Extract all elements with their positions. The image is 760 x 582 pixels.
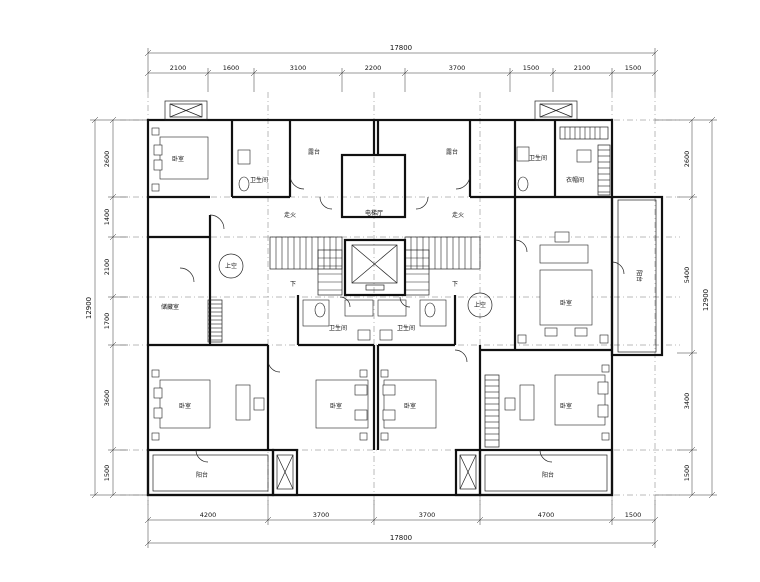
terrace-right-label: 露台	[446, 148, 458, 156]
left-dim-5: 3600	[103, 390, 111, 407]
bottom-left-bedroom-label: 卧室	[179, 402, 191, 410]
right-master-bedroom: 卧室	[517, 231, 609, 344]
elevator-shaft: 电梯厅	[343, 209, 407, 297]
top-right-bathroom-label: 卫生间	[529, 154, 547, 162]
right-stair-down: 下	[452, 281, 458, 288]
bottom-dim-1: 4200	[200, 511, 217, 519]
bottom-dim-4: 4700	[538, 511, 555, 519]
right-balcony-label: 阳台	[635, 270, 643, 282]
terrace-left-label: 露台	[308, 148, 320, 156]
top-dim-8: 1500	[625, 64, 642, 72]
bottom-dim-2: 3700	[313, 511, 330, 519]
elevator-hall-label: 电梯厅	[365, 209, 383, 217]
door-swings	[179, 174, 528, 373]
bottom-dimension-chain: 4200 3700 3700 4700 1500 17800	[144, 500, 659, 548]
cloakroom-label: 衣帽间	[566, 176, 584, 184]
bottom-dim-3: 3700	[419, 511, 436, 519]
top-right-bathroom: 卫生间 衣帽间	[516, 146, 592, 192]
bottom-bedrooms: 卧室 卧室 卧室 卧室	[151, 364, 610, 441]
bottom-right-balcony-label: 阳台	[542, 471, 554, 479]
bottom-total-dim: 17800	[390, 534, 412, 542]
bottom-dim-5: 1500	[625, 511, 642, 519]
right-master-bedroom-label: 卧室	[560, 299, 572, 307]
center-bathrooms: 卫生间 卫生间	[302, 299, 447, 341]
left-dim-6: 1500	[103, 465, 111, 482]
left-stair: 下	[269, 236, 343, 296]
right-dim-4: 1500	[683, 465, 691, 482]
right-stair: 下	[404, 236, 481, 296]
right-total-dim: 12900	[702, 289, 710, 311]
right-dim-2: 5400	[683, 267, 691, 284]
left-stair-down: 下	[290, 281, 296, 288]
left-dim-3: 2100	[103, 259, 111, 276]
void-symbols: 上空 上空	[218, 253, 493, 318]
top-dim-4: 2200	[365, 64, 382, 72]
top-left-bathroom-label: 卫生间	[250, 176, 268, 184]
top-left-bedroom: 卧室	[151, 127, 209, 192]
corridor-left-label: 走火	[284, 211, 296, 219]
right-balcony: 阳台	[610, 195, 664, 357]
top-left-bedroom-label: 卧室	[172, 155, 184, 163]
top-dim-1: 2100	[170, 64, 187, 72]
right-dimension-chain: 2600 5400 3400 1500 12900	[655, 116, 717, 499]
bottom-shafts	[271, 448, 482, 497]
void-right-label: 上空	[474, 301, 486, 309]
interior-walls	[148, 120, 612, 450]
center-left-bathroom-label: 卫生间	[329, 324, 347, 332]
left-dim-2: 1400	[103, 209, 111, 226]
top-total-dim: 17800	[390, 44, 412, 52]
wardrobe-hatches	[207, 126, 611, 448]
left-dim-1: 2600	[103, 151, 111, 168]
left-total-dim: 12900	[85, 297, 93, 319]
top-dim-2: 1600	[223, 64, 240, 72]
top-dim-7: 2100	[574, 64, 591, 72]
left-dim-4: 1700	[103, 313, 111, 330]
bottom-center-left-bedroom-label: 卧室	[330, 402, 342, 410]
top-dim-5: 3700	[449, 64, 466, 72]
bottom-left-balcony-label: 阳台	[196, 471, 208, 479]
void-left-label: 上空	[225, 262, 237, 270]
top-dim-3: 3100	[290, 64, 307, 72]
right-dim-1: 2600	[683, 151, 691, 168]
storage-label: 储藏室	[161, 303, 179, 311]
top-dimension-chain: 17800 2100 1600 3100 2200 3700 1500 2100…	[144, 44, 659, 92]
bottom-center-right-bedroom-label: 卧室	[404, 402, 416, 410]
top-dim-6: 1500	[523, 64, 540, 72]
top-left-bathroom: 卫生间	[237, 149, 268, 192]
bottom-right-balcony: 阳台	[478, 448, 614, 497]
bottom-right-bedroom-label: 卧室	[560, 402, 572, 410]
bottom-left-balcony: 阳台	[146, 448, 275, 497]
right-dim-3: 3400	[683, 393, 691, 410]
corridor-right-label: 走火	[452, 211, 464, 219]
center-right-bathroom-label: 卫生间	[397, 324, 415, 332]
left-dimension-chain: 12900 2600 1400 2100 1700 3600 1500	[85, 116, 148, 499]
